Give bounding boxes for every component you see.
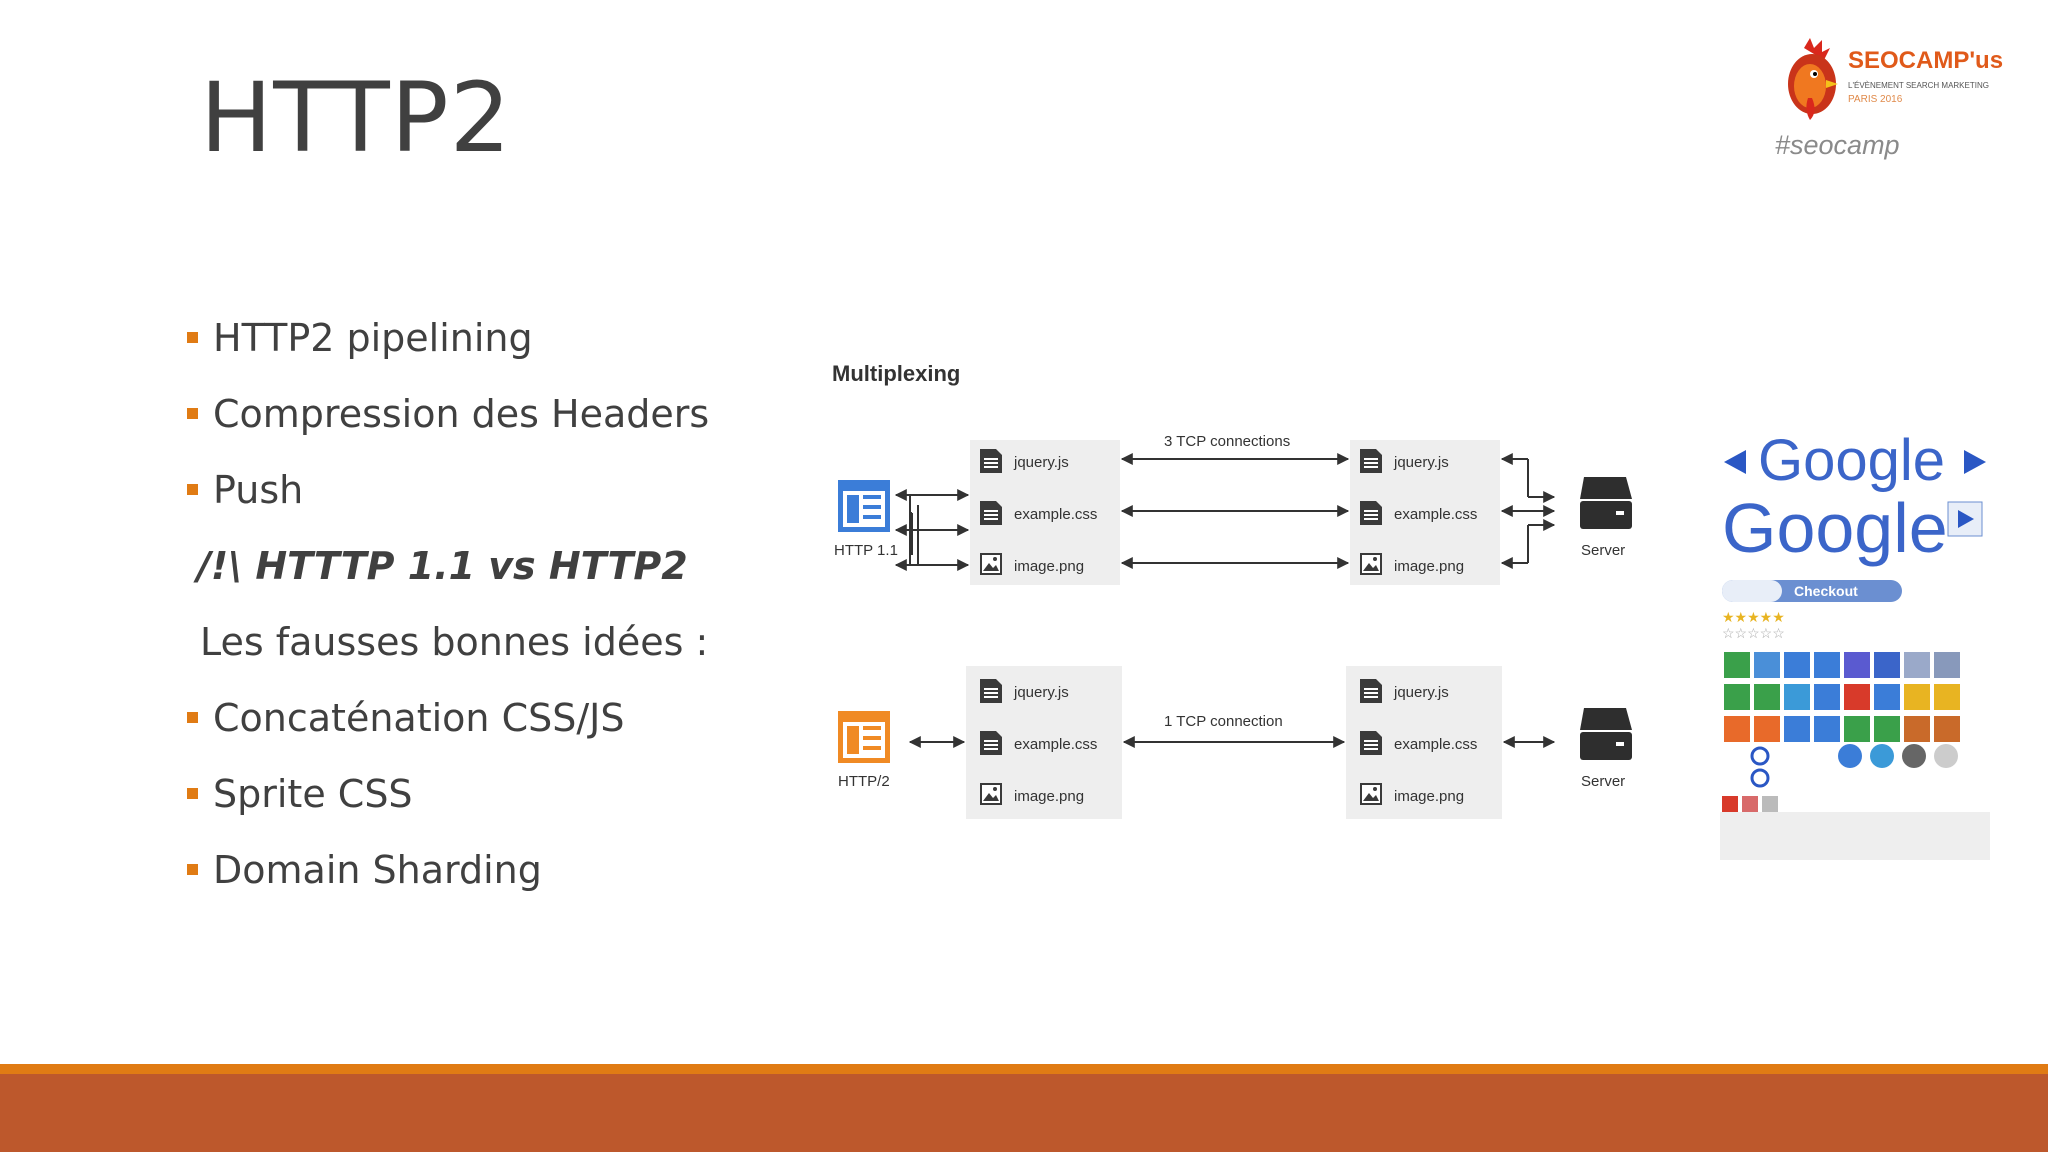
http2-server-file-row: jquery.js: [1360, 679, 1449, 703]
http1-server-icon: [1580, 477, 1632, 529]
bullet-text: Compression des Headers: [213, 392, 710, 436]
http1-server-label: Server: [1581, 542, 1625, 559]
file-name: jquery.js: [1393, 454, 1449, 471]
document-icon: [1360, 501, 1382, 525]
http2-label: HTTP/2: [838, 773, 890, 790]
google-wordmark: Google: [1758, 428, 1945, 493]
star-icons: ★★★★★ ☆☆☆☆☆: [1722, 609, 1785, 641]
arrow-right-icon: [1964, 450, 1986, 474]
google-sprite-image: Google Google Checkout ★★★★★ ☆☆☆☆☆: [1720, 428, 1990, 860]
file-name: image.png: [1014, 788, 1084, 805]
file-name: example.css: [1394, 506, 1477, 523]
multiplexing-diagram: Multiplexing HTTP 1.1 jque: [832, 361, 1632, 819]
bullet-item: Concaténation CSS/JS: [185, 688, 805, 764]
bullet-item: Sprite CSS: [185, 764, 805, 840]
http2-server-file-row: image.png: [1360, 783, 1464, 805]
bullet-marker: [187, 408, 198, 419]
document-icon: [1360, 449, 1382, 473]
http2-connection-label: 1 TCP connection: [1164, 713, 1283, 730]
file-name: example.css: [1014, 736, 1097, 753]
http1-client-file-row: image.png: [980, 553, 1084, 575]
bullet-item: Domain Sharding: [185, 840, 805, 916]
slide-title: HTTP2: [200, 62, 512, 174]
http1-client-file-row: jquery.js: [980, 449, 1069, 473]
bullet-text: Les fausses bonnes idées :: [200, 620, 709, 664]
bullet-text: HTTP2 pipelining: [213, 316, 533, 360]
footer-bar: [0, 1074, 2048, 1152]
bullet-text: Sprite CSS: [213, 772, 413, 816]
http1-server-arrows: [1500, 453, 1556, 569]
logo-brand: SEOCAMP'us: [1848, 47, 2003, 74]
bullet-text: /!\ HTTTP 1.1 vs HTTP2: [197, 544, 688, 588]
document-icon: [980, 679, 1002, 703]
http1-connection-arrows: [1120, 453, 1350, 569]
bullet-item: Compression des Headers: [185, 384, 805, 460]
footer-accent-line: [0, 1064, 2048, 1074]
bullet-text: Domain Sharding: [213, 848, 542, 892]
bullet-text: Push: [213, 468, 304, 512]
file-name: image.png: [1394, 558, 1464, 575]
image-file-icon: [1360, 783, 1382, 805]
bullet-item: HTTP2 pipelining: [185, 308, 805, 384]
diagram-heading: Multiplexing: [832, 361, 960, 386]
bullet-marker: [187, 864, 198, 875]
file-name: image.png: [1014, 558, 1084, 575]
file-name: jquery.js: [1013, 454, 1069, 471]
bullet-marker: [187, 788, 198, 799]
bullet-marker: [187, 484, 198, 495]
logo-event: PARIS 2016: [1848, 94, 1903, 105]
image-file-icon: [1360, 553, 1382, 575]
bullet-marker: [187, 712, 198, 723]
http1-client-file-row: example.css: [980, 501, 1097, 525]
document-icon: [980, 501, 1002, 525]
bullet-emphasis: /!\ HTTTP 1.1 vs HTTP2: [185, 536, 805, 612]
sprite-tiles: [1720, 652, 1990, 860]
http1-label: HTTP 1.1: [834, 542, 898, 559]
file-name: example.css: [1014, 506, 1097, 523]
http1-connection-label: 3 TCP connections: [1164, 433, 1290, 450]
http1-client-arrows: [894, 489, 970, 571]
http2-browser-icon: [838, 711, 890, 763]
http1-server-file-row: example.css: [1360, 501, 1477, 525]
file-name: example.css: [1394, 736, 1477, 753]
http2-client-file-row: image.png: [980, 783, 1084, 805]
bullet-text: Concaténation CSS/JS: [213, 696, 625, 740]
http1-server-file-row: image.png: [1360, 553, 1464, 575]
document-icon: [980, 449, 1002, 473]
http2-server-label: Server: [1581, 773, 1625, 790]
image-file-icon: [980, 553, 1002, 575]
arrow-left-icon: [1724, 450, 1746, 474]
seocamp-logo: SEOCAMP'us L'ÉVÈNEMENT SEARCH MARKETING …: [1788, 38, 2003, 120]
file-name: image.png: [1394, 788, 1464, 805]
svg-text:★★★★★: ★★★★★: [1722, 609, 1785, 625]
bullet-subheading: Les fausses bonnes idées :: [185, 612, 805, 688]
bullet-list: HTTP2 pipelining Compression des Headers…: [185, 308, 805, 916]
http2-client-file-row: example.css: [980, 731, 1097, 755]
document-icon: [1360, 679, 1382, 703]
rooster-icon: [1788, 38, 1838, 120]
checkout-button: Checkout: [1794, 583, 1858, 599]
bullet-marker: [187, 332, 198, 343]
document-icon: [1360, 731, 1382, 755]
document-icon: [980, 731, 1002, 755]
file-name: jquery.js: [1393, 684, 1449, 701]
svg-text:☆☆☆☆☆: ☆☆☆☆☆: [1722, 625, 1785, 641]
http2-server-icon: [1580, 708, 1632, 760]
http1-browser-icon: [838, 480, 890, 532]
http2-client-file-row: jquery.js: [980, 679, 1069, 703]
file-name: jquery.js: [1013, 684, 1069, 701]
logo-tagline: L'ÉVÈNEMENT SEARCH MARKETING: [1848, 81, 1989, 90]
bullet-item: Push: [185, 460, 805, 536]
hashtag: #seocamp: [1775, 130, 1900, 160]
image-file-icon: [980, 783, 1002, 805]
http1-server-file-row: jquery.js: [1360, 449, 1449, 473]
google-wordmark-large: Google: [1722, 489, 1948, 567]
http2-server-file-row: example.css: [1360, 731, 1477, 755]
